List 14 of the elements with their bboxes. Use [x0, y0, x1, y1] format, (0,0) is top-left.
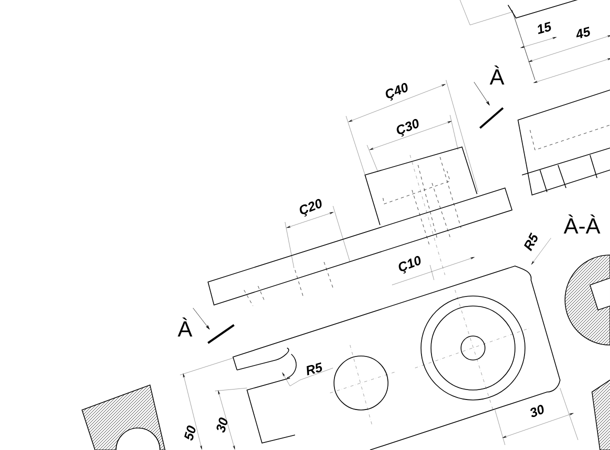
section-letter: À [178, 317, 192, 337]
dimension-value: R5 [524, 232, 538, 252]
dimension-value: Ç30 [396, 118, 419, 137]
section-letter: À [490, 65, 504, 85]
dimension-value: 30 [530, 404, 544, 418]
dimension-value: Ç20 [300, 198, 322, 217]
dimension-value: Ç40 [386, 82, 408, 101]
dimension-value: 15 [538, 22, 551, 34]
dimension-value: Ç10 [398, 256, 421, 274]
dimension-value: 30 [216, 418, 228, 433]
section-letter: À-À [564, 214, 600, 234]
dimension-value: 45 [576, 26, 590, 38]
dimension-value: 50 [184, 426, 196, 440]
dimension-value: R5 [306, 362, 322, 376]
